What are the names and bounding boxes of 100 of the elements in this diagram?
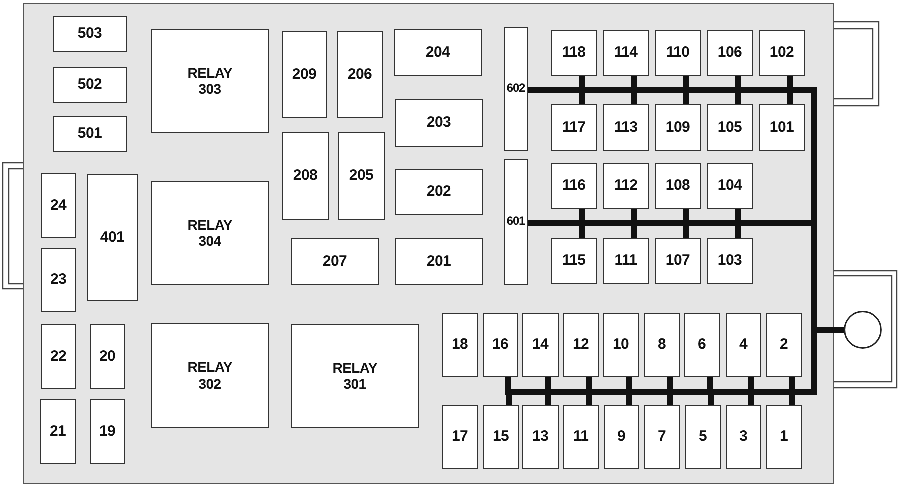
fuse-slot <box>726 405 761 469</box>
bus-bar <box>735 209 741 220</box>
fuse-number: 8 <box>658 336 666 354</box>
bus-bar <box>579 76 585 87</box>
bus-bar <box>748 377 754 389</box>
fuse-slot <box>53 116 127 152</box>
fuse-number: 6 <box>698 336 706 354</box>
fuse-number: 117 <box>562 118 586 136</box>
fuse-number: 102 <box>770 44 794 62</box>
bus-bar <box>506 395 512 405</box>
fuse-number: 7 <box>658 428 666 446</box>
fuse-slot <box>707 163 753 209</box>
fuse-slot <box>707 238 753 284</box>
fuse-number: 16 <box>492 336 509 354</box>
bus-bar <box>586 377 592 389</box>
bus-bar <box>683 93 689 104</box>
fuse-slot <box>282 31 327 118</box>
fuse-slot <box>726 313 761 377</box>
fuse-number: 502 <box>78 76 102 94</box>
fuse-number: 501 <box>78 125 102 143</box>
fuse-slot <box>766 313 802 377</box>
bus-bar <box>579 209 585 220</box>
fuse-slot <box>337 31 383 118</box>
bus-bar <box>626 377 632 389</box>
fuse-slot <box>291 238 379 285</box>
fuse-number: 116 <box>562 177 586 195</box>
fuse-number: 1 <box>780 428 788 446</box>
fuse-number: 203 <box>426 114 452 132</box>
bus-bar <box>506 377 512 389</box>
fuse-number: 21 <box>50 422 66 440</box>
fuse-slot <box>87 174 138 301</box>
fuse-slot <box>41 324 76 389</box>
fuse-slot <box>442 405 478 469</box>
bus-bar <box>631 93 637 104</box>
fuse-number: 20 <box>99 348 116 366</box>
fuse-number: 11 <box>573 428 589 446</box>
fuse-slot <box>395 99 483 147</box>
bus-bar <box>735 93 741 104</box>
fuse-number: 401 <box>100 228 125 246</box>
bus-bar <box>789 395 795 405</box>
fuse-slot <box>53 16 127 52</box>
fuse-number: 115 <box>562 252 586 270</box>
fuse-number: 111 <box>614 252 638 270</box>
fuse-slot <box>504 159 528 285</box>
fuse-number: 106 <box>718 44 742 62</box>
bus-bar <box>683 76 689 87</box>
bus-bar <box>626 395 632 405</box>
fuse-number: 204 <box>426 44 450 62</box>
bus-bar <box>631 209 637 220</box>
fuse-slot <box>603 313 639 377</box>
fuse-slot <box>483 405 519 469</box>
fuse-number: 114 <box>614 44 638 62</box>
fuse-number: 503 <box>78 25 102 43</box>
fuse-slot <box>394 29 482 76</box>
fuse-number: 108 <box>666 177 690 195</box>
bus-bar <box>667 395 673 405</box>
fuse-number: 602 <box>506 82 526 96</box>
relay-label: RELAY 302 <box>188 359 232 392</box>
fuse-slot <box>707 104 753 151</box>
fuse-number: 202 <box>426 183 452 201</box>
fuse-number: 112 <box>614 177 638 195</box>
bus-bar <box>506 389 811 395</box>
fuse-slot <box>90 399 125 464</box>
fuse-slot <box>655 238 701 284</box>
bus-bar <box>789 377 795 389</box>
fuse-number: 104 <box>718 177 742 195</box>
bus-bar <box>683 209 689 220</box>
fuse-slot <box>442 313 478 377</box>
fuse-number: 105 <box>718 118 742 136</box>
bus-bar <box>748 395 754 405</box>
fuse-slot <box>483 313 518 377</box>
fuse-slot <box>655 104 701 151</box>
fuse-number: 3 <box>739 428 748 446</box>
fuse-number: 118 <box>562 44 586 62</box>
fuse-slot <box>504 27 528 151</box>
fuse-number: 110 <box>666 44 690 62</box>
bus-bar <box>546 377 552 389</box>
fuse-slot <box>551 30 597 76</box>
fuse-slot <box>90 324 125 389</box>
mounting-stud <box>844 311 882 349</box>
fuse-slot <box>563 313 599 377</box>
fuse-slot <box>395 169 483 215</box>
fuse-number: 13 <box>532 428 549 446</box>
fuse-number: 15 <box>492 428 510 446</box>
fuse-slot <box>759 30 805 76</box>
fuse-number: 12 <box>572 336 590 354</box>
bus-bar <box>546 395 552 405</box>
fuse-slot <box>395 238 483 285</box>
bus-bar <box>735 226 741 238</box>
fuse-slot <box>685 405 721 469</box>
fuse-number: 206 <box>348 66 372 84</box>
relay-slot <box>151 181 269 285</box>
fuse-number: 201 <box>426 252 452 270</box>
fuse-number: 209 <box>292 66 317 84</box>
fuse-slot <box>603 30 649 76</box>
fuse-slot <box>551 238 597 284</box>
fuse-slot <box>707 30 753 76</box>
fuse-number: 205 <box>349 167 374 185</box>
fuse-number: 18 <box>452 336 468 354</box>
fuse-slot <box>684 313 720 377</box>
